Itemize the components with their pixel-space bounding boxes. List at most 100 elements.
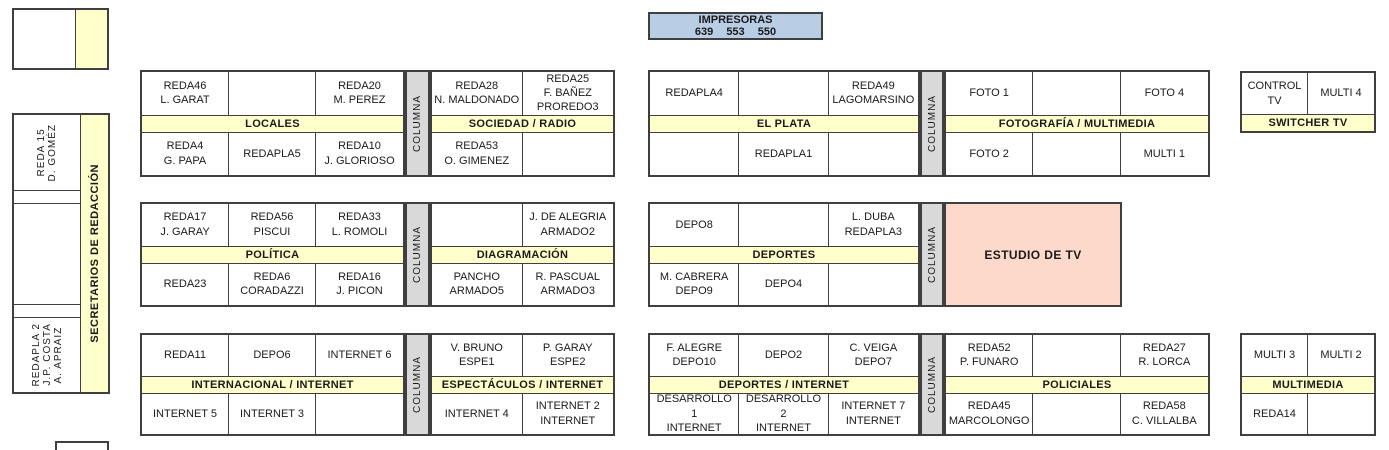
desk-cell: REDAPLA1 bbox=[739, 132, 829, 175]
desk-cell: REDA20 M. PEREZ bbox=[333, 79, 386, 107]
legend-box bbox=[12, 8, 109, 70]
sidebar-spacer bbox=[14, 305, 80, 318]
desk-cell bbox=[1033, 72, 1121, 115]
columna-label: COLUMNA bbox=[412, 94, 423, 152]
desk-cell bbox=[829, 264, 918, 306]
desk-cell: DEPO4 bbox=[739, 263, 829, 305]
printers-numbers: 639 553 550 bbox=[694, 26, 777, 38]
desk-cell: REDAPLA4 bbox=[650, 72, 740, 115]
section-label-diagramacion: DIAGRAMACIÓN bbox=[432, 245, 613, 264]
block-deportes: DEPO8 L. DUBA REDAPLA3 DEPORTES M. CABRE… bbox=[648, 202, 920, 307]
block-fotografia-multimedia: FOTO 1 FOTO 4 FOTOGRAFÍA / MULTIMEDIA FO… bbox=[944, 70, 1210, 177]
desk-label: REDA 15 D. GOMÉZ bbox=[36, 123, 58, 182]
estudio-label: ESTUDIO DE TV bbox=[984, 247, 1082, 262]
desk-cell: C. VEIGA DEPO7 bbox=[849, 341, 898, 369]
section-label-politica: POLÍTICA bbox=[142, 245, 403, 264]
desk-cell bbox=[1033, 393, 1121, 434]
desk-cell: REDA46 L. GARAT bbox=[142, 72, 229, 115]
partial-box bbox=[55, 441, 109, 450]
block-deportes-internet: F. ALEGRE DEPO10 DEPO2 C. VEIGA DEPO7 DE… bbox=[648, 333, 920, 436]
desk-cell: REDA23 bbox=[142, 263, 229, 305]
section-label-locales: LOCALES bbox=[142, 114, 403, 133]
desk-cell: REDA52 P. FUNARO bbox=[946, 335, 1034, 376]
legend-yellow-area bbox=[75, 10, 107, 68]
desk-label: REDAPLA 2 J.P. COSTA A. APRAIZ bbox=[30, 323, 64, 387]
section-label-espectaculos-internet: ESPECTÁCULOS / INTERNET bbox=[432, 375, 613, 394]
desk-cell: REDA25 F. BAÑEZ PROREDO3 bbox=[536, 72, 599, 114]
desk-cell: MULTI 2 bbox=[1320, 349, 1362, 362]
columna-strip: COLUMNA bbox=[920, 70, 944, 177]
block-espectaculos-internet: V. BRUNO ESPE1 P. GARAY ESPE2 ESPECTÁCUL… bbox=[430, 333, 615, 436]
section-label-sociedad-radio: SOCIEDAD / RADIO bbox=[432, 114, 613, 133]
desk-cell bbox=[316, 394, 403, 435]
desk-cell: REDA16 J. PICON bbox=[336, 270, 383, 298]
desk-cell: DESARROLLO 1 INTERNET bbox=[650, 393, 740, 434]
desk-cell: INTERNET 5 bbox=[142, 393, 229, 434]
desk-cell: REDA49 LAGOMARSINO bbox=[832, 79, 915, 107]
section-label-fotografia-multimedia: FOTOGRAFÍA / MULTIMEDIA bbox=[946, 114, 1208, 133]
desk-cell: MULTI 4 bbox=[1320, 87, 1362, 100]
desk-cell bbox=[1308, 394, 1374, 435]
columna-strip: COLUMNA bbox=[405, 202, 430, 307]
block-sociedad-radio: REDA28 N. MALDONADO REDA25 F. BAÑEZ PROR… bbox=[430, 70, 615, 177]
desk-cell: INTERNET 2 INTERNET bbox=[535, 400, 600, 427]
desk-cell: MULTI 3 bbox=[1242, 335, 1308, 376]
desk-cell: INTERNET 3 bbox=[229, 393, 316, 434]
desk-cell: MULTI 1 bbox=[1143, 147, 1185, 160]
desk-cell bbox=[739, 72, 829, 115]
desk-cell: FOTO 2 bbox=[946, 132, 1034, 175]
section-label-deportes-internet: DEPORTES / INTERNET bbox=[650, 375, 918, 394]
sidebar-secretarios: REDA 15 D. GOMÉZ REDAPLA 2 J.P. COSTA A.… bbox=[12, 113, 110, 394]
desk-cell bbox=[432, 204, 523, 246]
desk-cell-empty bbox=[14, 204, 80, 305]
block-multimedia: MULTI 3 MULTI 2 MULTIMEDIA REDA14 bbox=[1240, 333, 1376, 436]
desk-cell: INTERNET 7 INTERNET bbox=[841, 400, 906, 427]
columna-label: COLUMNA bbox=[412, 225, 423, 283]
desk-cell: FOTO 1 bbox=[946, 72, 1034, 115]
block-policiales: REDA52 P. FUNARO REDA27 R. LORCA POLICIA… bbox=[944, 333, 1210, 436]
secretarios-band: SECRETARIOS DE REDACCIÓN bbox=[81, 115, 108, 392]
columna-label: COLUMNA bbox=[926, 94, 938, 152]
columna-label: COLUMNA bbox=[926, 225, 938, 283]
desk-cell: V. BRUNO ESPE1 bbox=[432, 335, 523, 376]
columna-strip: COLUMNA bbox=[405, 70, 430, 177]
desk-cell-reda15: REDA 15 D. GOMÉZ bbox=[14, 115, 80, 191]
desk-cell: L. DUBA REDAPLA3 bbox=[844, 211, 903, 238]
desk-cell: PANCHO ARMADO5 bbox=[432, 263, 523, 305]
legend-white-area bbox=[14, 10, 75, 68]
columna-strip: COLUMNA bbox=[405, 333, 430, 436]
desk-cell: REDA56 PISCUI bbox=[229, 204, 316, 246]
desk-cell bbox=[1033, 132, 1121, 175]
desk-cell bbox=[650, 132, 740, 175]
section-label-switcher-tv: SWITCHER TV bbox=[1242, 114, 1374, 131]
desk-cell: J. DE ALEGRIA ARMADO2 bbox=[529, 211, 607, 238]
desk-cell: INTERNET 4 bbox=[432, 393, 523, 434]
desk-cell: FOTO 4 bbox=[1144, 87, 1185, 100]
desk-cell: REDA10 J. GLORIOSO bbox=[324, 140, 395, 167]
desk-cell: REDA58 C. VILLALBA bbox=[1131, 400, 1197, 427]
sidebar-cells: REDA 15 D. GOMÉZ REDAPLA 2 J.P. COSTA A.… bbox=[14, 115, 81, 392]
desk-cell bbox=[229, 72, 316, 115]
desk-cell: REDAPLA5 bbox=[229, 132, 316, 175]
estudio-de-tv: ESTUDIO DE TV bbox=[944, 202, 1122, 307]
desk-cell: REDA33 L. ROMOLI bbox=[331, 211, 388, 238]
desk-cell: DEPO2 bbox=[739, 335, 829, 376]
desk-cell: REDA14 bbox=[1242, 393, 1308, 434]
columna-strip: COLUMNA bbox=[920, 202, 944, 307]
block-politica: REDA17 J. GARAY REDA56 PISCUI REDA33 L. … bbox=[140, 202, 405, 307]
desk-cell: REDA11 bbox=[142, 335, 229, 376]
columna-strip: COLUMNA bbox=[920, 333, 944, 436]
desk-cell: DEPO6 bbox=[229, 335, 316, 376]
printers-box: IMPRESORAS 639 553 550 bbox=[648, 12, 823, 40]
block-diagramacion: J. DE ALEGRIA ARMADO2 DIAGRAMACIÓN PANCH… bbox=[430, 202, 615, 307]
desk-cell: REDA6 CORADAZZI bbox=[229, 263, 316, 305]
desk-cell bbox=[523, 133, 614, 176]
block-locales: REDA46 L. GARAT REDA20 M. PEREZ LOCALES … bbox=[140, 70, 405, 177]
sidebar-spacer bbox=[14, 191, 80, 204]
section-label-internacional-internet: INTERNACIONAL / INTERNET bbox=[142, 375, 403, 394]
section-label-el-plata: EL PLATA bbox=[650, 114, 918, 133]
desk-cell: REDA28 N. MALDONADO bbox=[432, 72, 523, 115]
section-label-policiales: POLICIALES bbox=[946, 375, 1208, 394]
desk-cell: F. ALEGRE DEPO10 bbox=[650, 335, 740, 376]
